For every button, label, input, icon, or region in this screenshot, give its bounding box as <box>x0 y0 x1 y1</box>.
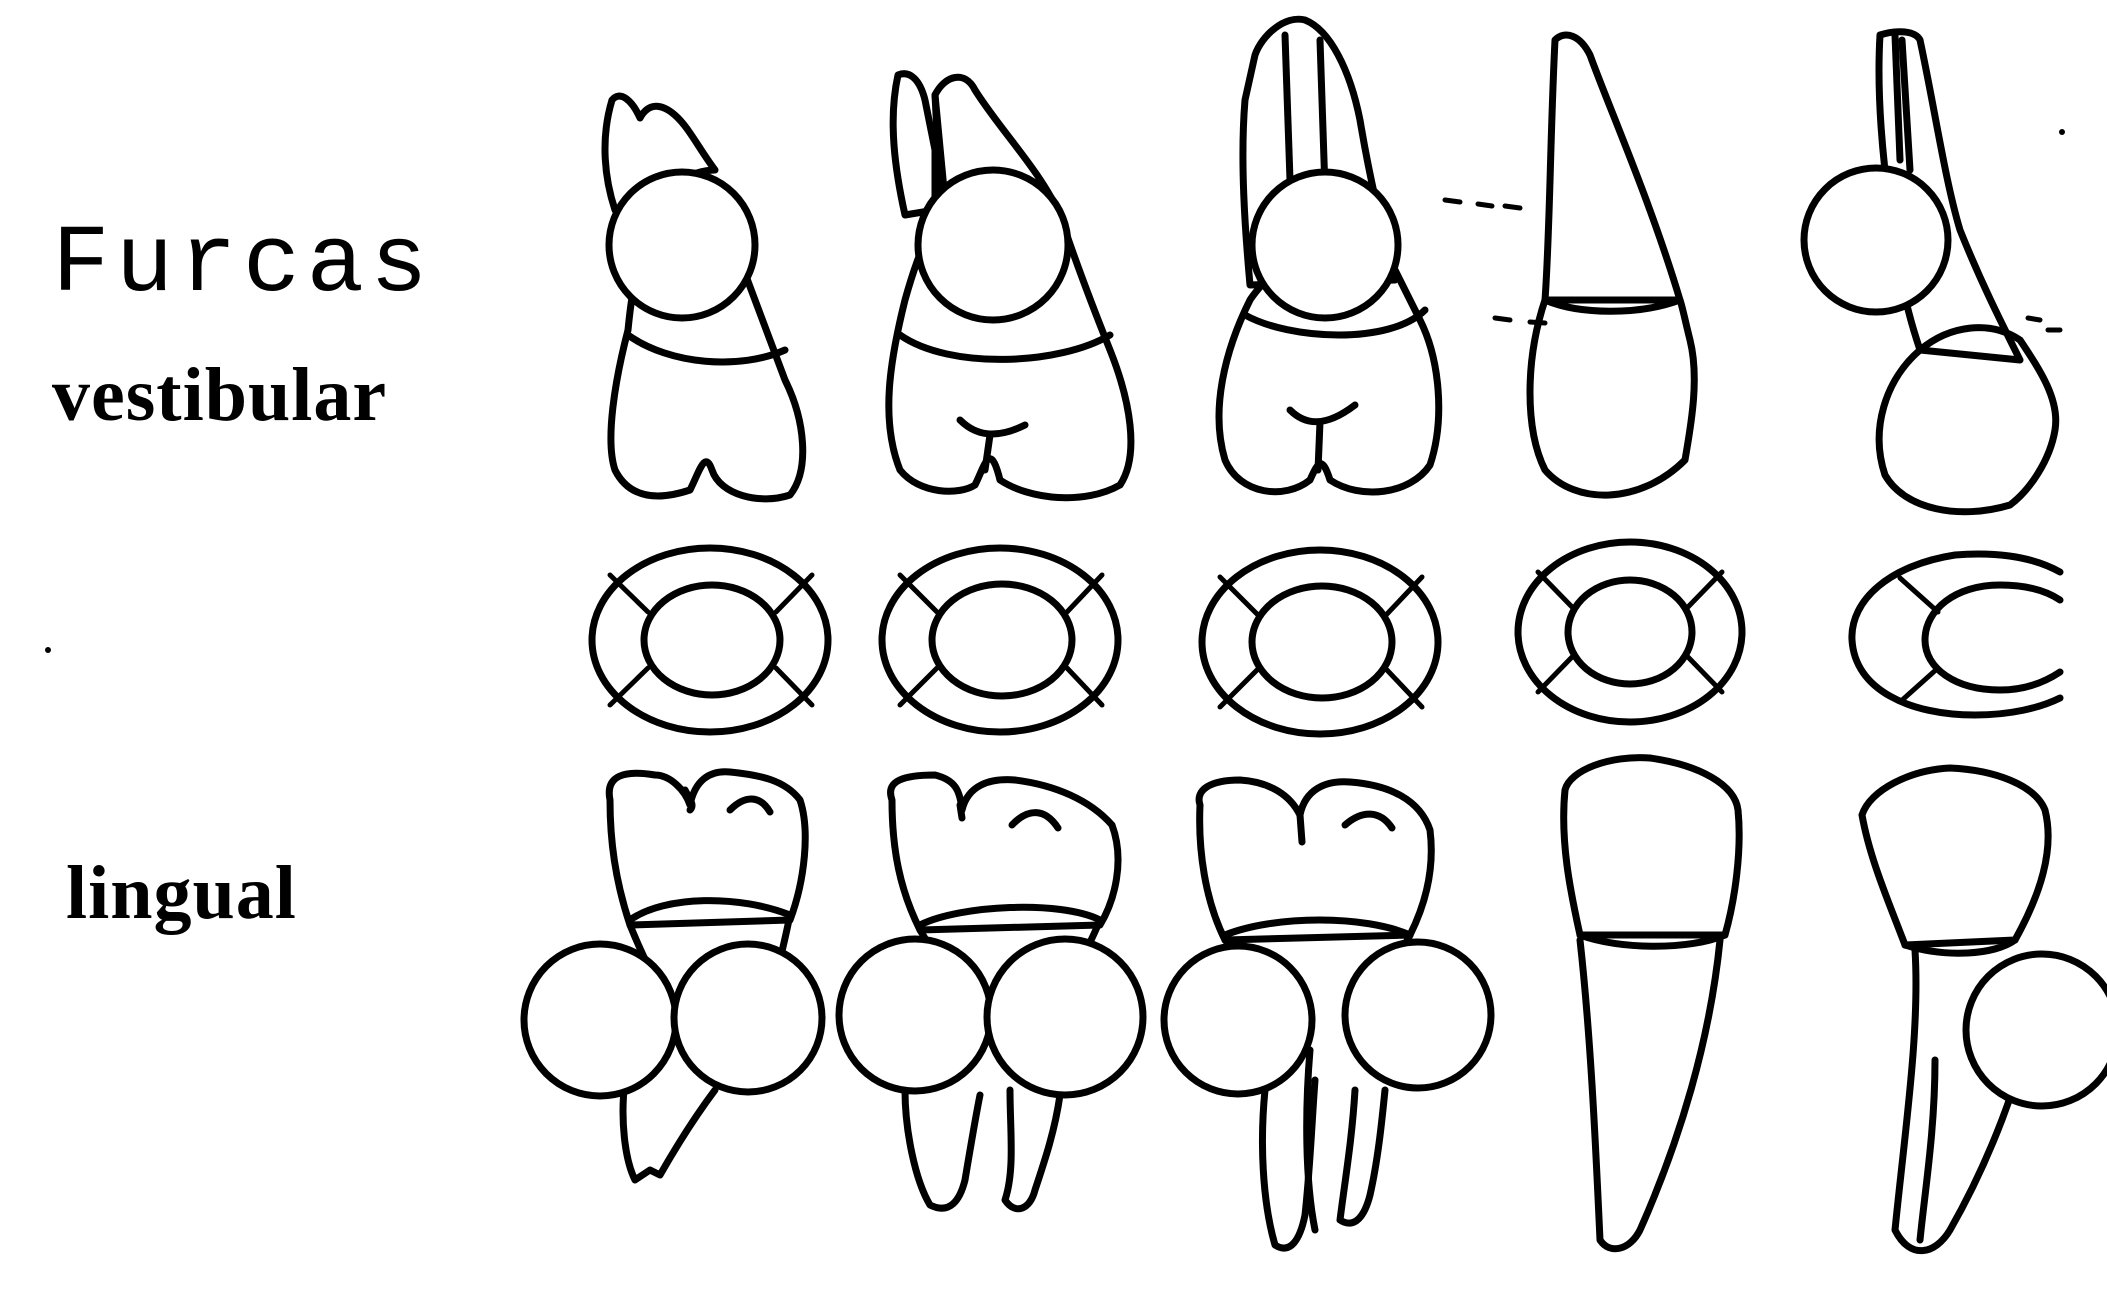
furcation-circle <box>1164 946 1312 1094</box>
tooth-1-vestibular <box>605 96 803 499</box>
furcation-circle <box>1966 954 2107 1106</box>
tooth-5-vestibular <box>1804 32 2056 512</box>
furcation-circle <box>1804 168 1948 312</box>
furcation-circle <box>987 939 1143 1095</box>
occlusal-view-1 <box>592 548 828 732</box>
furcation-circle <box>1252 172 1398 318</box>
occlusal-view-4 <box>1518 542 1742 722</box>
furcation-circle <box>674 944 822 1092</box>
furcation-circle <box>839 939 991 1091</box>
occlusal-view-5 <box>1852 554 2060 715</box>
tooth-2-vestibular <box>889 74 1131 498</box>
tooth-2-lingual <box>839 775 1143 1209</box>
occlusal-view-3 <box>1202 550 1438 734</box>
tooth-3-lingual <box>1164 780 1491 1248</box>
furcation-circle <box>609 172 755 318</box>
tooth-4-lingual <box>1564 758 1739 1249</box>
furcation-circle <box>1345 942 1491 1088</box>
furcation-circle <box>918 170 1068 320</box>
furcation-circle <box>524 944 676 1096</box>
tooth-4-vestibular <box>1530 35 1694 495</box>
tooth-3-vestibular <box>1219 19 1439 492</box>
tooth-1-lingual <box>524 772 822 1180</box>
occlusal-view-2 <box>882 548 1118 732</box>
tooth-5-lingual <box>1862 768 2107 1251</box>
